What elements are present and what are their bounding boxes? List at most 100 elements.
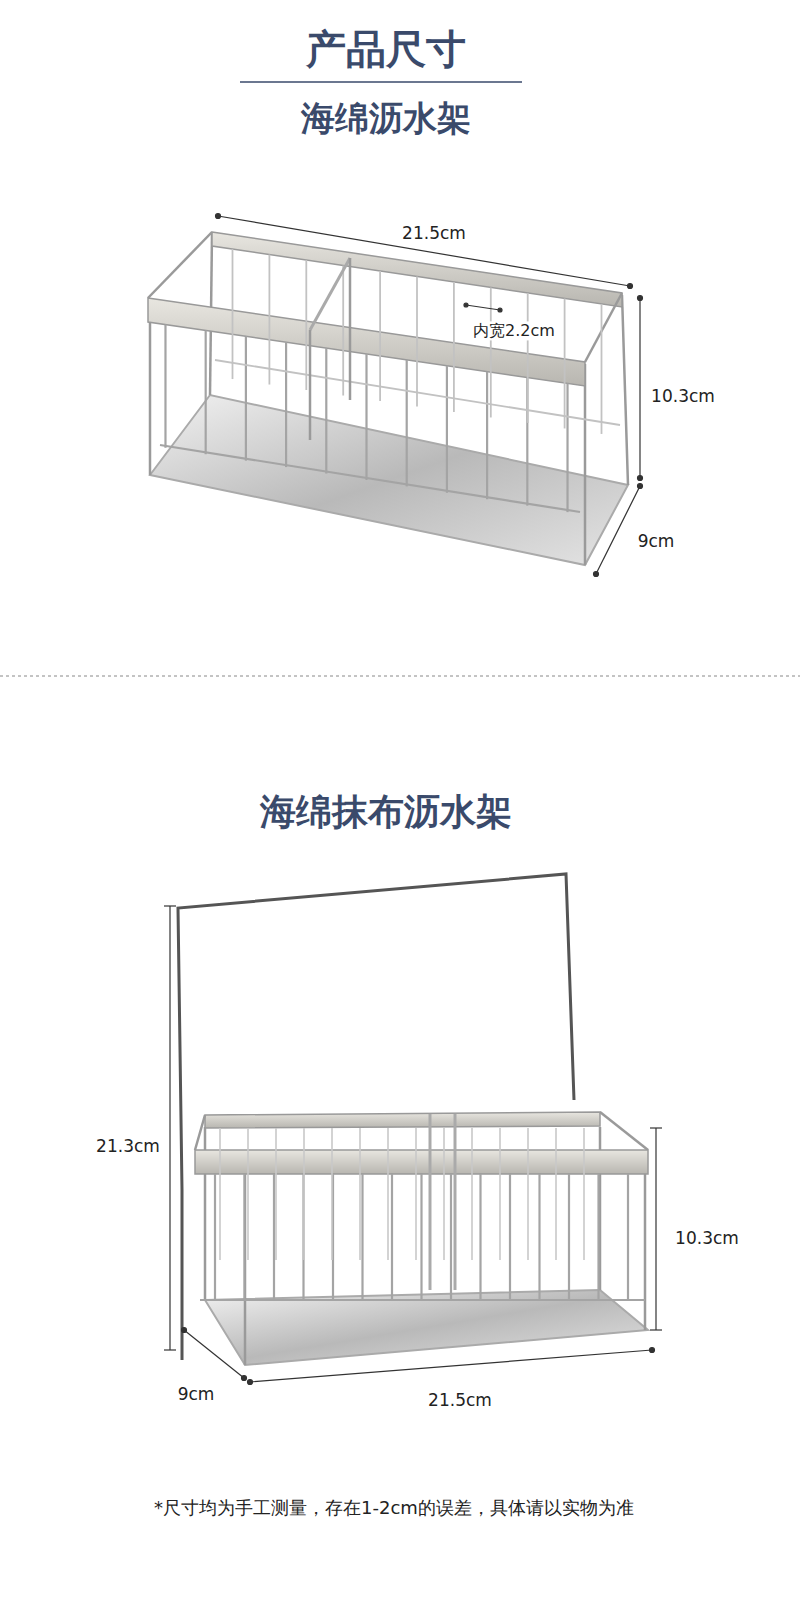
- drawing-part: [650, 1348, 655, 1353]
- drawing-part: [466, 305, 500, 310]
- wire: [391, 1174, 393, 1300]
- wire: [527, 293, 529, 423]
- disclaimer-note: *尺寸均为手工测量，存在1-2cm的误差，具体请以实物为准: [154, 1497, 634, 1519]
- inner-width-label: 内宽2.2cm: [471, 321, 557, 340]
- dimension-label: 21.3cm: [96, 1136, 160, 1156]
- wire: [365, 354, 367, 480]
- drawing-part: [309, 330, 312, 440]
- drawing-part: [250, 1350, 652, 1382]
- dimension-label: 10.3cm: [651, 386, 715, 406]
- wire: [415, 1128, 417, 1260]
- drawing-part: [149, 300, 152, 475]
- wire: [490, 287, 492, 417]
- wire: [416, 277, 418, 407]
- wire: [443, 1128, 445, 1260]
- drawing-part: [244, 1174, 247, 1365]
- wire: [200, 1299, 645, 1301]
- dimension-label: 21.5cm: [428, 1390, 492, 1410]
- drawing-part: [310, 258, 350, 330]
- drawing-part: [639, 298, 640, 478]
- sponge-rack: [148, 232, 628, 565]
- wire: [601, 304, 603, 434]
- wire: [379, 271, 381, 401]
- drawing-part: [205, 1290, 648, 1365]
- wire: [160, 445, 580, 512]
- wire: [446, 366, 448, 493]
- drawing-part: [164, 905, 176, 906]
- drawing-part: [218, 216, 630, 286]
- wire: [164, 325, 166, 448]
- drawing-part: [195, 1115, 205, 1150]
- drawing-part: [585, 293, 622, 362]
- wire: [538, 1174, 540, 1300]
- wire: [285, 342, 287, 467]
- wire: [450, 1174, 452, 1300]
- sponge-cloth-rack: [178, 874, 648, 1365]
- wire: [305, 260, 307, 390]
- drawing-part: [184, 1330, 244, 1378]
- wire: [361, 1174, 363, 1300]
- wire: [406, 360, 408, 487]
- wire: [243, 1174, 245, 1300]
- wire: [564, 298, 566, 428]
- drawing-part: [164, 1349, 176, 1350]
- drawing-part: [638, 476, 643, 481]
- wire: [583, 1128, 585, 1260]
- wire: [555, 1128, 557, 1260]
- wire: [509, 1174, 511, 1300]
- drawing-part: [169, 906, 170, 1350]
- drawing-part: [464, 303, 468, 307]
- drawing-part: [200, 1128, 645, 1300]
- section-divider: [0, 676, 800, 677]
- dimension-lines: [216, 214, 643, 577]
- page-title: 产品尺寸: [306, 25, 466, 73]
- drawing-part: [644, 1174, 647, 1330]
- section-heading: 海绵沥水架: [301, 98, 471, 139]
- wire: [245, 336, 247, 460]
- drawing-part: [498, 308, 502, 312]
- drawing-part: [248, 1380, 253, 1385]
- wire: [303, 1128, 305, 1260]
- wire: [215, 360, 620, 425]
- wire: [268, 255, 270, 385]
- drawing-part: [454, 1114, 457, 1290]
- drawing-part: [429, 1114, 432, 1290]
- drawing-part: [638, 484, 643, 489]
- drawing-part: [594, 572, 599, 577]
- drawing-part: [216, 214, 221, 219]
- drawing-part: [584, 364, 587, 565]
- wire: [342, 266, 344, 396]
- drawing-part: [150, 395, 628, 565]
- wire: [273, 1174, 275, 1300]
- wire: [387, 1128, 389, 1260]
- dimension-label: 10.3cm: [675, 1228, 739, 1248]
- wire: [232, 249, 234, 379]
- drawing-part: [148, 232, 212, 298]
- wire: [359, 1128, 361, 1260]
- wire: [453, 282, 455, 412]
- drawing-part: [628, 284, 633, 289]
- wire: [331, 1128, 333, 1260]
- drawing-part: [205, 1112, 600, 1128]
- wire: [479, 1174, 481, 1300]
- wire: [275, 1128, 277, 1260]
- wire: [597, 1174, 599, 1300]
- drawing-part: [182, 1328, 187, 1333]
- wire: [325, 348, 327, 473]
- drawing-part: [638, 296, 643, 301]
- drawing-part: [160, 249, 620, 512]
- dimension-label: 9cm: [178, 1384, 215, 1404]
- drawing-part: [195, 1150, 648, 1174]
- wire: [627, 1174, 629, 1300]
- dimension-lines: [164, 906, 662, 1385]
- dimension-label: 9cm: [638, 531, 675, 551]
- wire: [527, 1128, 529, 1260]
- drawing-part: [655, 1128, 656, 1330]
- drawing-part: [349, 258, 352, 400]
- drawing-part: [650, 1329, 662, 1330]
- wire: [247, 1128, 249, 1260]
- wire: [566, 383, 568, 512]
- title-rule: [240, 81, 522, 83]
- wire: [499, 1128, 501, 1260]
- wire: [420, 1174, 422, 1300]
